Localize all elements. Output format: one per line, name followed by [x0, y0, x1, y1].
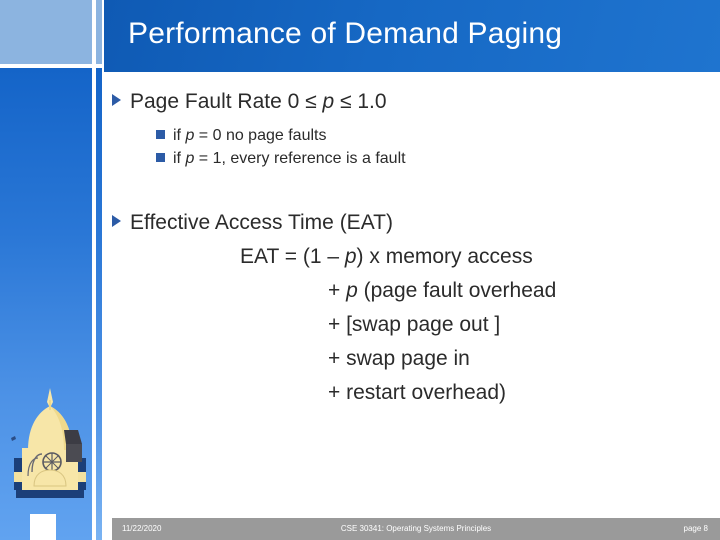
bullet-page-fault-rate: Page Fault Rate 0 ≤ p ≤ 1.0 — [112, 88, 720, 115]
eat-formula-line: + swap page in — [328, 342, 720, 376]
accent-bar-main — [96, 68, 102, 540]
eat-formula-line: + restart overhead) — [328, 376, 720, 410]
sub-bullet-p-zero: if p = 0 no page faults — [156, 125, 720, 146]
bullet-text: Page Fault Rate 0 ≤ p ≤ 1.0 — [130, 90, 387, 113]
sidebar-top-block — [0, 0, 92, 64]
footer-bar: 11/22/2020 CSE 30341: Operating Systems … — [112, 518, 720, 540]
square-bullet-icon — [156, 130, 165, 139]
eat-line-text: + restart overhead) — [328, 381, 507, 404]
eat-line-text: + [swap page out ] — [328, 313, 501, 336]
sub-bullet-text: if p = 1, every reference is a fault — [173, 150, 406, 167]
footer-date: 11/22/2020 — [122, 524, 162, 533]
title-band — [104, 0, 720, 72]
eat-formula-line: + p (page fault overhead — [328, 274, 720, 308]
eat-line-text: + p (page fault overhead — [328, 279, 557, 302]
square-bullet-icon — [156, 153, 165, 162]
eat-formula-line: + [swap page out ] — [328, 308, 720, 342]
accent-bar-top — [96, 0, 102, 64]
golden-dome-illustration — [4, 386, 96, 526]
triangle-bullet-icon — [112, 215, 121, 227]
page-title: Performance of Demand Paging — [128, 17, 563, 50]
bullet-effective-access-time: Effective Access Time (EAT) — [112, 209, 720, 236]
sidebar-bottom-notch — [30, 514, 56, 540]
sub-bullet-text: if p = 0 no page faults — [173, 127, 327, 144]
slide-body: Page Fault Rate 0 ≤ p ≤ 1.0 if p = 0 no … — [112, 76, 720, 512]
eat-formula-line: EAT = (1 – p) x memory access — [240, 240, 720, 274]
eat-line-text: + swap page in — [328, 347, 470, 370]
eat-line-text: EAT = (1 – p) x memory access — [240, 245, 533, 268]
footer-course: CSE 30341: Operating Systems Principles — [340, 524, 492, 533]
sub-bullet-p-one: if p = 1, every reference is a fault — [156, 148, 720, 169]
footer-page-number: page 8 — [683, 524, 708, 533]
bullet-text: Effective Access Time (EAT) — [130, 211, 393, 234]
triangle-bullet-icon — [112, 94, 121, 106]
